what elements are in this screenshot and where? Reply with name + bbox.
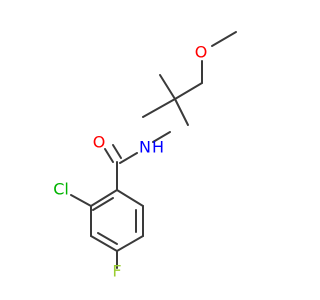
oxygen-carbonyl-label: O [93,133,106,152]
ring-bond-3-inner [97,232,118,245]
oxygen-ether-label: O [195,43,208,62]
bond-carbonyl-n [119,152,138,164]
ring-bond-4 [116,235,144,252]
hydrogen-amide-label: H [152,138,164,157]
fluorine-label: F [112,262,121,281]
ring-bond-1-inner [92,197,114,211]
bond-ch2-quaternary [142,98,176,118]
bond-oether-methyl [211,31,237,47]
bond-quaternary-methyl-left [159,74,176,100]
bond-quaternary-ch2 [174,82,203,100]
chlorine-label: Cl [53,180,69,199]
atom-labels: O N H O Cl F [53,43,207,281]
bond-quaternary-methyl-down [174,98,189,126]
ring-bond-6 [116,189,144,207]
bond-ring-cl [70,194,92,207]
bond-carbonyl-double-b [112,144,122,159]
bond-n-ch2 [152,131,171,143]
structure-drawing: O N H O Cl F [53,31,237,281]
bonds [70,31,237,269]
molecule-diagram: O N H O Cl F [53,31,237,281]
ring-bond-3 [90,235,118,252]
nitrogen-amide-label: N [139,138,151,157]
ring-bond-1 [90,189,118,207]
bond-carbonyl-double-a [104,148,114,163]
